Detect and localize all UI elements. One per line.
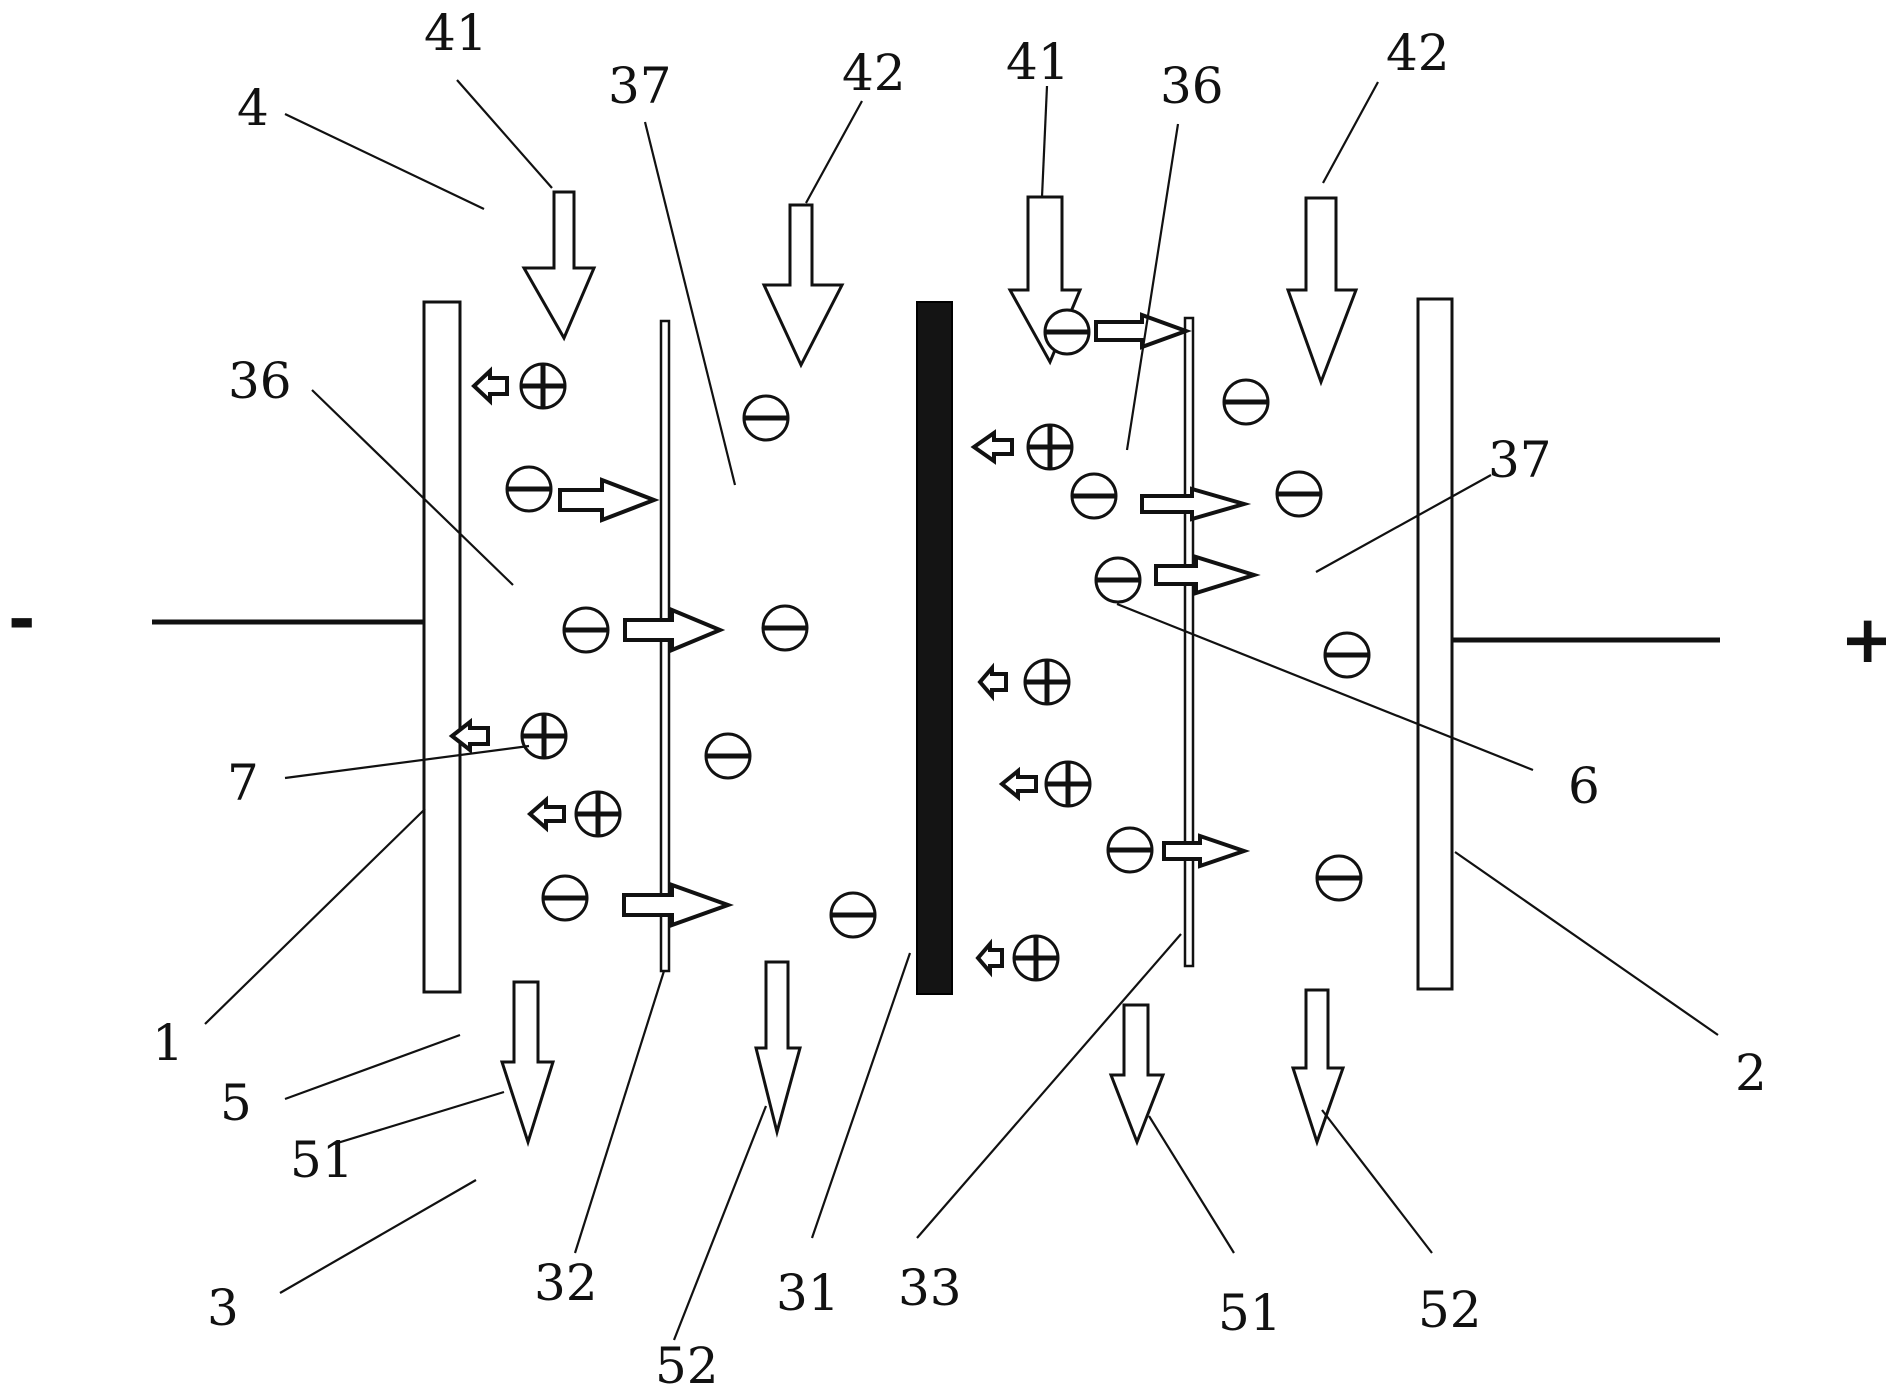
anion-icon [1275, 470, 1323, 518]
label-42-left: 42 [842, 44, 906, 102]
anion-icon [1222, 378, 1270, 426]
label-41-right: 41 [1006, 33, 1070, 91]
label-6: 6 [1568, 757, 1600, 815]
outflow-arrow-51-left [499, 980, 556, 1147]
outflow-arrows [499, 960, 1346, 1147]
outflow-arrow-52-left [754, 960, 802, 1138]
cation-arrow [998, 766, 1038, 802]
label-37-right: 37 [1488, 431, 1552, 489]
anion-icon [541, 874, 589, 922]
right-ion-membrane [1183, 316, 1195, 968]
anion-arrow [558, 477, 660, 523]
label-51-right: 51 [1218, 1284, 1282, 1342]
anion-icon [742, 394, 790, 442]
anode-plate [1416, 297, 1454, 991]
anion-icon [1094, 556, 1142, 604]
label-1: 1 [152, 1014, 184, 1072]
cation-arrow [471, 366, 509, 406]
cation-icon [1044, 760, 1092, 808]
anion-icon [1070, 472, 1118, 520]
cation-icon [1023, 658, 1071, 706]
anions [505, 308, 1371, 939]
inflow-arrow-42-left [761, 203, 845, 369]
inflow-arrow-41-left [521, 190, 597, 342]
leader-lines [204, 79, 1719, 1341]
positive-terminal-label: + [1840, 601, 1886, 678]
anion-icon [829, 891, 877, 939]
label-33: 33 [898, 1259, 962, 1317]
label-7: 7 [227, 754, 259, 812]
cation-arrow [526, 795, 566, 833]
negative-terminal-label: - [8, 581, 35, 658]
anion-icon [1106, 826, 1154, 874]
anion-arrow [1094, 312, 1192, 350]
label-51-left: 51 [290, 1131, 354, 1189]
label-36-left: 36 [228, 352, 292, 410]
anion-icon [1323, 631, 1371, 679]
anion-arrow [623, 607, 726, 653]
cation-arrow [977, 662, 1008, 702]
anion-icon [505, 465, 553, 513]
cathode-plate [422, 300, 462, 994]
cation-icon [574, 790, 622, 838]
cations [519, 362, 1092, 982]
label-52-left: 52 [655, 1337, 719, 1394]
anion-arrow [1154, 554, 1261, 596]
inflow-arrow-42-right [1285, 196, 1359, 387]
cation-arrow [970, 429, 1014, 465]
label-32: 32 [534, 1254, 598, 1312]
anion-icon [761, 604, 809, 652]
label-36-right: 36 [1160, 57, 1224, 115]
label-37-left: 37 [608, 57, 672, 115]
outflow-arrow-52-right [1290, 988, 1346, 1147]
anion-icon [1315, 854, 1363, 902]
left-ion-membrane [659, 319, 671, 973]
label-2: 2 [1735, 1044, 1767, 1102]
cation-icon [1012, 934, 1060, 982]
cation-arrow [448, 717, 490, 755]
label-41-left: 41 [424, 4, 488, 62]
label-4: 4 [237, 79, 269, 137]
label-5: 5 [220, 1074, 252, 1132]
label-52-right: 52 [1418, 1281, 1482, 1339]
anion-icon [562, 606, 610, 654]
anion-arrow [1140, 486, 1252, 522]
cation-icon [1026, 423, 1074, 471]
label-31: 31 [776, 1264, 840, 1322]
cation-icon [519, 362, 567, 410]
anion-icon [704, 732, 752, 780]
outflow-arrow-51-right [1108, 1003, 1166, 1147]
label-3: 3 [207, 1279, 239, 1337]
cation-arrow [975, 938, 1004, 978]
anion-icon [1043, 308, 1091, 356]
cation-icon [520, 712, 568, 760]
label-42-right: 42 [1386, 24, 1450, 82]
anion-arrow [622, 882, 734, 928]
cation-migration-arrows [448, 366, 1038, 978]
anion-arrow [1162, 833, 1251, 869]
bipolar-membrane [916, 301, 953, 995]
anion-migration-arrows [558, 312, 1261, 928]
